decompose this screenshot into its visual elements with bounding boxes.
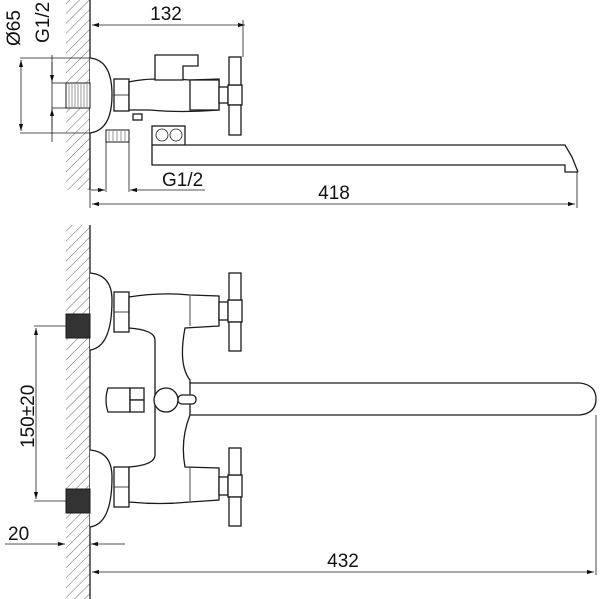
- diverter-lever: [154, 54, 199, 81]
- dim-label-outlet-thread: G1/2: [162, 170, 203, 191]
- spout-side: [151, 144, 579, 173]
- upper-flange: [89, 272, 113, 351]
- dim-label-150: 150±20: [18, 385, 39, 448]
- dim-label-432: 432: [327, 551, 359, 572]
- dim-label-20: 20: [8, 524, 29, 545]
- dim-label-inlet-thread: G1/2: [33, 2, 54, 43]
- lower-inlet-thread: [65, 488, 91, 514]
- lower-flange: [89, 449, 113, 528]
- outlet-cap: [105, 387, 131, 413]
- dim-label-diameter: Ø65: [4, 10, 25, 46]
- upper-inlet-thread: [65, 313, 91, 339]
- side-view: 132 Ø65 G1/2 G1/2 418: [4, 0, 579, 208]
- diverter-knob: [153, 387, 179, 413]
- handle-hub: [227, 84, 243, 106]
- front-view: 150±20 20 432: [5, 225, 597, 599]
- wall-hatch-front: [66, 225, 90, 599]
- outlet-thread: [105, 129, 130, 143]
- flange: [89, 57, 113, 134]
- spout-front: [190, 382, 597, 416]
- upper-handle: [218, 272, 243, 352]
- handle-arm-up: [228, 56, 242, 86]
- lower-handle: [218, 447, 243, 527]
- dim-label-132: 132: [150, 4, 182, 25]
- handle-arm-down: [228, 104, 242, 136]
- dim-label-418: 418: [318, 183, 350, 204]
- diverter-block: [151, 125, 186, 146]
